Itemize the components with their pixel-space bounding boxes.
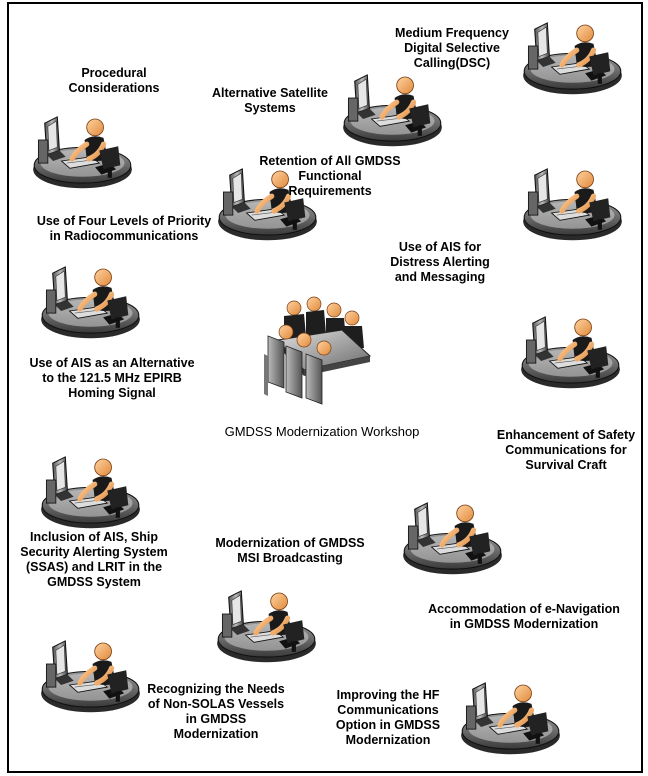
topic-e-nav-label: Accommodation of e-Navigation in GMDSS M… [428, 602, 620, 631]
workstation-icon [38, 632, 143, 717]
workstation-icon [214, 582, 319, 667]
workstation-icon [400, 494, 505, 579]
topic-ais-distress-label: Use of AIS for Distress Alerting and Mes… [390, 240, 490, 284]
topic-retention-label: Retention of All GMDSS Functional Requir… [259, 154, 401, 198]
workstation-icon [340, 66, 445, 151]
workstation-icon [30, 108, 135, 193]
center-workshop-label: GMDSS Modernization Workshop [224, 424, 420, 439]
workstation-icon [38, 448, 143, 533]
workstation-icon [518, 308, 623, 393]
topic-non-solas-label: Recognizing the Needs of Non-SOLAS Vesse… [147, 682, 285, 741]
topic-ais-epirb-label: Use of AIS as an Alternative to the 121.… [29, 356, 195, 400]
topic-mf-dsc-label: Medium Frequency Digital Selective Calli… [395, 26, 509, 70]
workstation-icon [458, 674, 563, 759]
diagram-frame [7, 2, 643, 773]
topic-procedural-label: Procedural Considerations [68, 66, 160, 95]
topic-survival-craft-label: Enhancement of Safety Communications for… [496, 428, 636, 472]
topic-alt-satellite-label: Alternative Satellite Systems [211, 86, 328, 115]
topic-hf-label: Improving the HF Communications Option i… [335, 688, 441, 747]
meeting-table-icon [264, 296, 372, 405]
topic-inclusion-label: Inclusion of AIS, Ship Security Alerting… [20, 530, 168, 589]
topic-priority-label: Use of Four Levels of Priority in Radioc… [36, 214, 212, 243]
workstation-icon [520, 14, 625, 99]
workstation-icon [520, 160, 625, 245]
topic-msi-label: Modernization of GMDSS MSI Broadcasting [215, 536, 365, 565]
workstation-icon [38, 258, 143, 343]
